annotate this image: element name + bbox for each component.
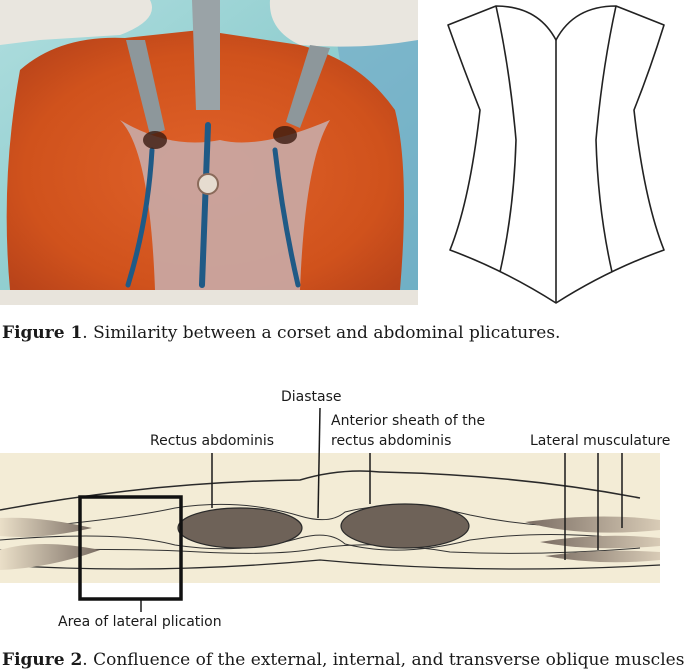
surgical-photo [0,0,418,305]
label-area-lateral-plication: Area of lateral plication [58,614,222,630]
label-anterior-sheath-1: Anterior sheath of the [331,413,486,429]
figure-2-label: Figure 2 [2,650,83,670]
figure-1-text: . Similarity between a corset and abdomi… [82,323,561,343]
abdominal-wall-diagram: Diastase Anterior sheath of the rectus a… [0,380,688,648]
figure-1-label: Figure 1 [2,323,83,343]
label-lateral-musculature: Lateral musculature [530,433,671,449]
figure-2-caption: Figure 2. Confluence of the external, in… [2,650,684,670]
label-diastase: Diastase [281,389,342,405]
figure-1-caption: Figure 1. Similarity between a corset an… [2,323,560,343]
figure-2-text: . Confluence of the external, internal, … [82,650,685,670]
label-rectus-abdominis: Rectus abdominis [150,433,275,449]
label-anterior-sheath-2: rectus abdominis [331,433,452,449]
corset-illustration [438,0,678,305]
